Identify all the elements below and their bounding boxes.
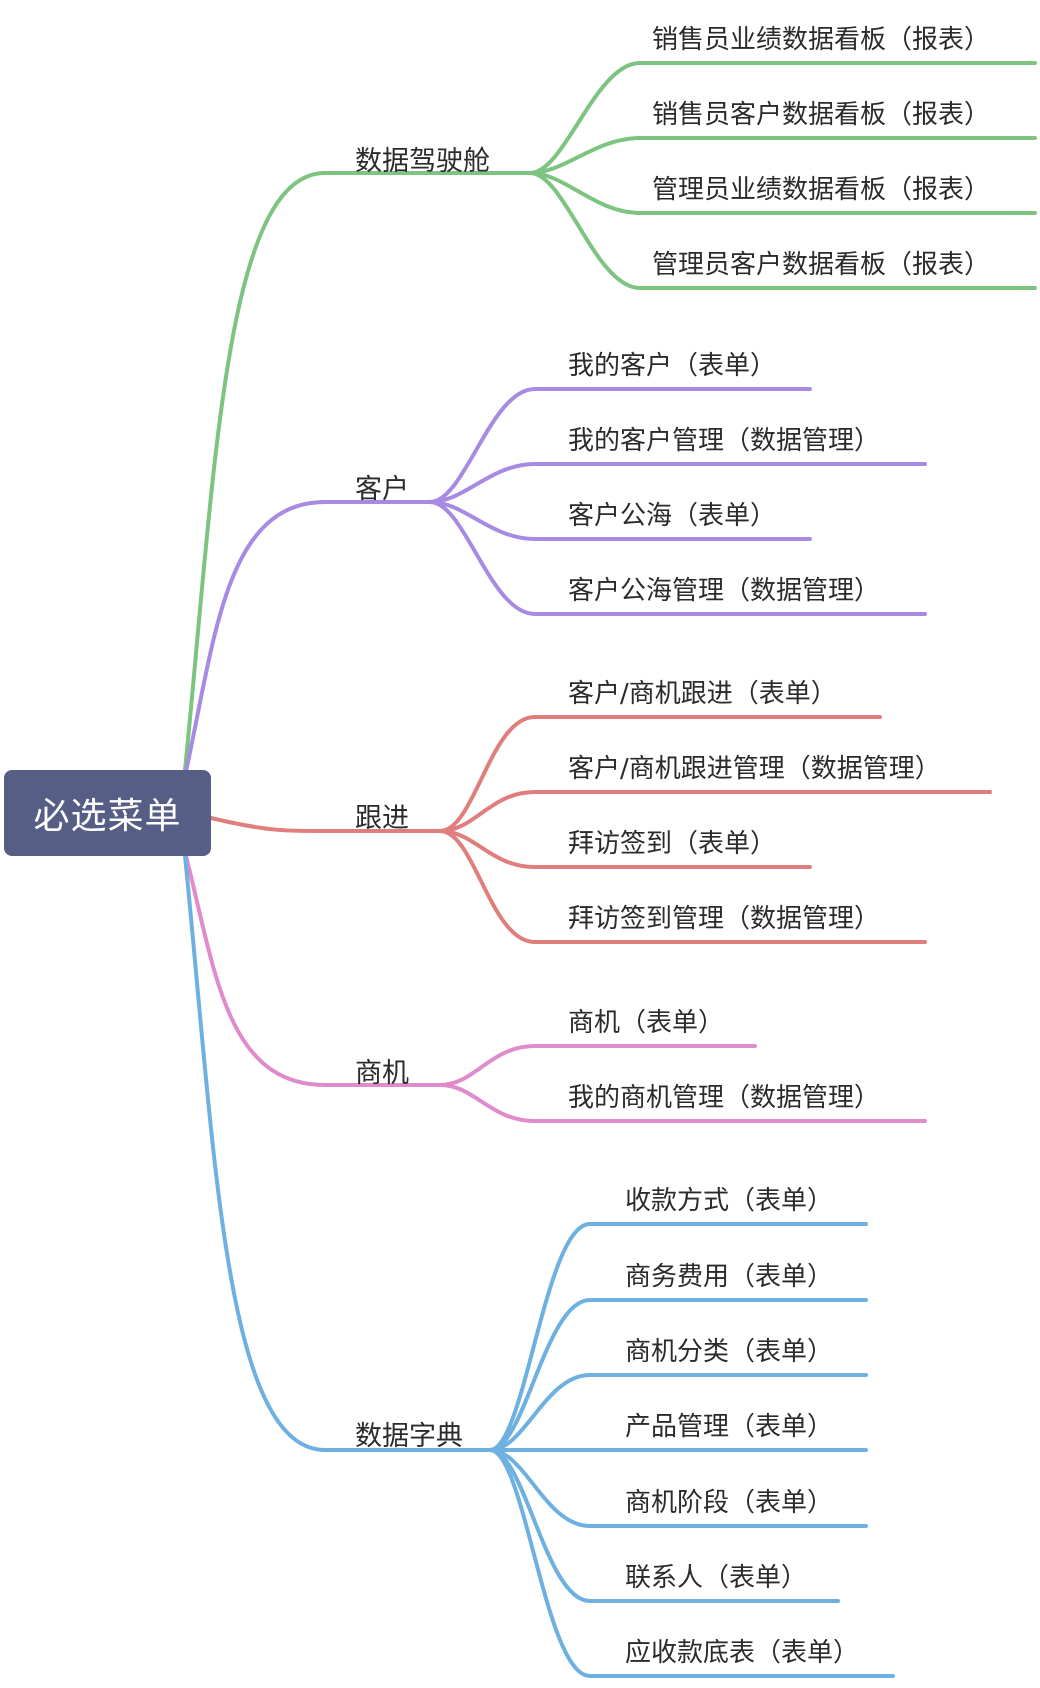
leaf-label-0-2[interactable]: 管理员业绩数据看板（报表） — [652, 175, 991, 205]
connector-root-to-branch-4 — [183, 854, 327, 1452]
leaf-connector-4-4 — [488, 1448, 868, 1528]
leaf-connector-1-0 — [428, 387, 812, 504]
leaf-connector-2-1 — [438, 790, 992, 833]
leaf-connector-3-0 — [438, 1044, 757, 1087]
leaf-label-2-3[interactable]: 拜访签到管理（数据管理） — [568, 904, 881, 934]
root-node[interactable]: 必选菜单 — [4, 770, 211, 856]
connector-root-to-branch-1 — [183, 500, 327, 778]
leaf-label-4-4[interactable]: 商机阶段（表单） — [625, 1488, 834, 1518]
leaf-connector-4-2 — [488, 1373, 868, 1452]
leaf-label-2-1[interactable]: 客户/商机跟进管理（数据管理） — [568, 754, 941, 784]
leaf-label-1-3[interactable]: 客户公海管理（数据管理） — [568, 576, 881, 606]
leaf-connector-4-6 — [488, 1448, 895, 1678]
leaf-connector-4-1 — [488, 1298, 868, 1452]
leaf-connector-3-1 — [438, 1083, 927, 1123]
branch-label-4[interactable]: 数据字典 — [355, 1421, 463, 1452]
leaf-label-0-0[interactable]: 销售员业绩数据看板（报表） — [652, 25, 991, 55]
branch-label-2[interactable]: 跟进 — [355, 803, 409, 834]
leaf-connector-2-0 — [438, 715, 882, 833]
leaf-label-4-2[interactable]: 商机分类（表单） — [625, 1337, 834, 1367]
leaf-label-4-6[interactable]: 应收款底表（表单） — [625, 1638, 860, 1668]
leaf-label-2-2[interactable]: 拜访签到（表单） — [568, 829, 777, 859]
connector-root-to-branch-3 — [183, 850, 327, 1087]
leaf-label-1-0[interactable]: 我的客户（表单） — [568, 351, 777, 381]
connector-root-to-branch-2 — [209, 816, 327, 834]
leaf-connector-0-2 — [528, 171, 1037, 215]
leaf-connector-4-0 — [488, 1222, 868, 1452]
connector-root-to-branch-0 — [183, 171, 327, 772]
leaf-label-4-5[interactable]: 联系人（表单） — [625, 1563, 808, 1593]
leaf-label-0-3[interactable]: 管理员客户数据看板（报表） — [652, 250, 991, 280]
leaf-connector-2-2 — [438, 829, 812, 869]
branch-label-3[interactable]: 商机 — [355, 1058, 409, 1089]
leaf-label-0-1[interactable]: 销售员客户数据看板（报表） — [652, 100, 991, 130]
branch-label-1[interactable]: 客户 — [355, 474, 409, 505]
leaf-connector-4-5 — [488, 1448, 840, 1603]
leaf-connector-0-3 — [528, 171, 1037, 290]
leaf-connector-0-1 — [528, 136, 1037, 175]
leaf-label-1-1[interactable]: 我的客户管理（数据管理） — [568, 426, 881, 456]
leaf-connector-1-2 — [428, 500, 812, 541]
leaf-connector-2-3 — [438, 829, 927, 944]
leaf-label-2-0[interactable]: 客户/商机跟进（表单） — [568, 679, 837, 709]
leaf-label-4-1[interactable]: 商务费用（表单） — [625, 1262, 834, 1292]
leaf-label-4-0[interactable]: 收款方式（表单） — [625, 1186, 834, 1216]
leaf-connector-0-0 — [528, 61, 1037, 175]
leaf-connector-1-3 — [428, 500, 927, 616]
leaf-label-3-1[interactable]: 我的商机管理（数据管理） — [568, 1083, 881, 1113]
leaf-label-1-2[interactable]: 客户公海（表单） — [568, 501, 777, 531]
branch-label-0[interactable]: 数据驾驶舱 — [355, 146, 490, 177]
leaf-label-4-3[interactable]: 产品管理（表单） — [625, 1412, 834, 1442]
leaf-connector-1-1 — [428, 462, 927, 504]
leaf-label-3-0[interactable]: 商机（表单） — [568, 1008, 725, 1038]
